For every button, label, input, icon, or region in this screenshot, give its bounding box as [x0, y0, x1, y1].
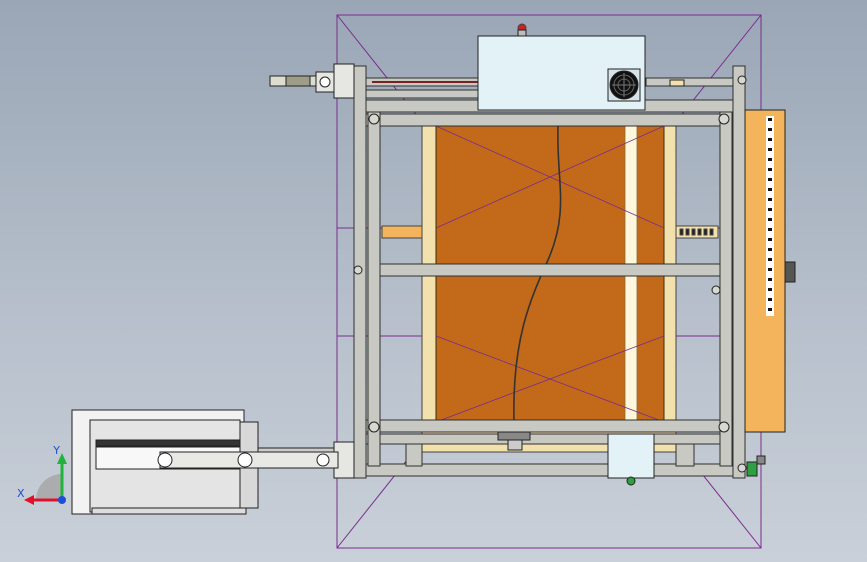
control-box[interactable] [477, 23, 685, 111]
axis-triad-icon: Y X [17, 444, 67, 505]
drive-unit [71, 409, 339, 515]
x-axis-label: X [17, 487, 25, 500]
side-panel [744, 109, 796, 477]
corner-brackets [353, 75, 747, 473]
rail-end-blocks [269, 63, 355, 479]
cross-rails [381, 225, 719, 239]
fan-icon [607, 68, 641, 102]
y-axis-label: Y [52, 444, 60, 457]
bottom-carriage [497, 431, 655, 486]
machine-frame [353, 65, 746, 479]
work-board [421, 125, 677, 453]
